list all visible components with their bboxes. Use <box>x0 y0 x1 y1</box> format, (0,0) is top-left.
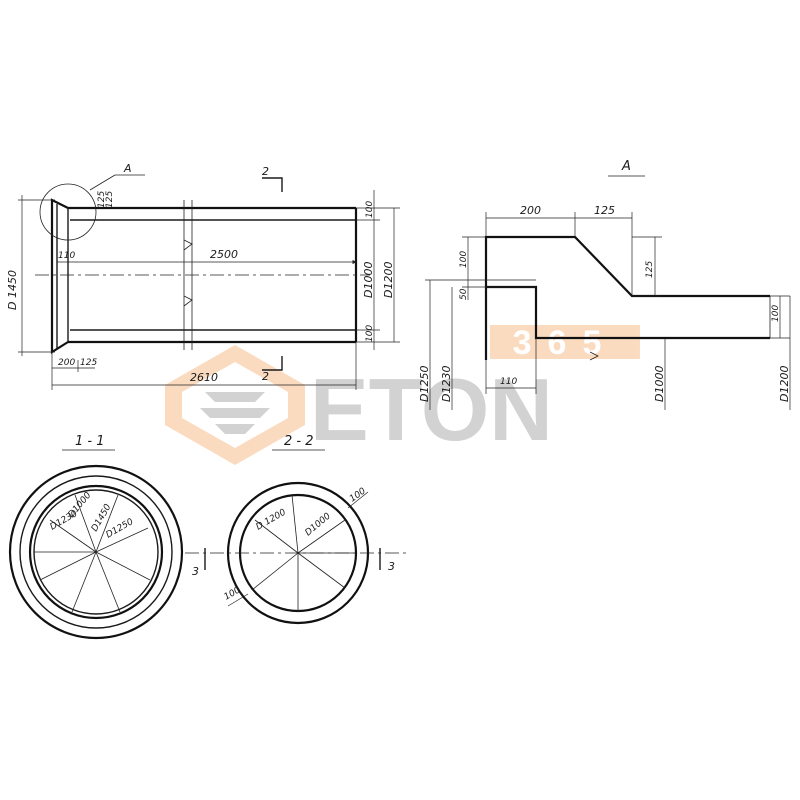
dim-2610: 2610 <box>190 371 218 384</box>
section-2-2-view: 2 - 2 3 3 100 100 D 1200 D1000 <box>185 434 410 625</box>
dim-d1450: D 1450 <box>6 270 19 310</box>
detail-d1230: D1230 <box>440 366 453 402</box>
section-1-1-view: 1 - 1 D1230 D1000 D1450 D1250 <box>8 434 184 640</box>
dim-main-d1000: D1000 <box>362 262 375 298</box>
detail-h110: 110 <box>500 377 517 387</box>
dim-main-d1200: D1200 <box>382 262 395 298</box>
detail-a-view: A 200 125 125 100 50 <box>418 159 791 410</box>
section-3-right-label: 3 <box>388 560 395 573</box>
detail-d1200: D1200 <box>778 366 791 402</box>
main-elevation-view: A 2 2 D 1450 110 2500 2610 200 125 <box>6 162 400 390</box>
sec22-t100b: 100 <box>223 585 243 602</box>
section-2-bottom-label: 2 <box>262 370 269 383</box>
sec22-d1200: D 1200 <box>255 507 289 532</box>
dim-top-100: 100 <box>365 201 375 218</box>
dim-bot-100: 100 <box>365 325 375 342</box>
dim-corner-125a: 125 <box>97 191 107 208</box>
detail-callout-label: A <box>123 162 132 175</box>
sec11-d1250: D1250 <box>105 517 136 541</box>
section-1-1-title: 1 - 1 <box>75 434 105 449</box>
detail-v50: 50 <box>459 288 469 300</box>
dim-w200: 200 <box>58 358 75 368</box>
detail-v125: 125 <box>645 261 655 278</box>
section-2-top-label: 2 <box>262 165 269 178</box>
sec22-t100a: 100 <box>348 486 368 504</box>
eton-logo-icon <box>165 345 305 465</box>
watermark-badge-bg <box>490 325 640 359</box>
dim-w125: 125 <box>80 358 97 368</box>
detail-d1250: D1250 <box>418 366 431 402</box>
dim-2500: 2500 <box>210 248 238 261</box>
dim-t110: 110 <box>58 251 75 261</box>
detail-d1000: D1000 <box>653 366 666 402</box>
detail-v100a: 100 <box>459 251 469 268</box>
watermark-badge: 365 <box>513 324 618 362</box>
dim-corner-125b: 125 <box>105 191 115 208</box>
section-2-2-title: 2 - 2 <box>284 434 314 449</box>
detail-w200: 200 <box>520 204 541 217</box>
watermark-brand: ETON <box>310 360 553 459</box>
detail-v100b: 100 <box>771 305 781 322</box>
section-3-left-label: 3 <box>192 565 199 578</box>
detail-a-circle <box>39 183 97 241</box>
sec22-d1000: D1000 <box>304 511 333 538</box>
detail-a-title: A <box>621 159 631 174</box>
detail-w125: 125 <box>594 204 615 217</box>
